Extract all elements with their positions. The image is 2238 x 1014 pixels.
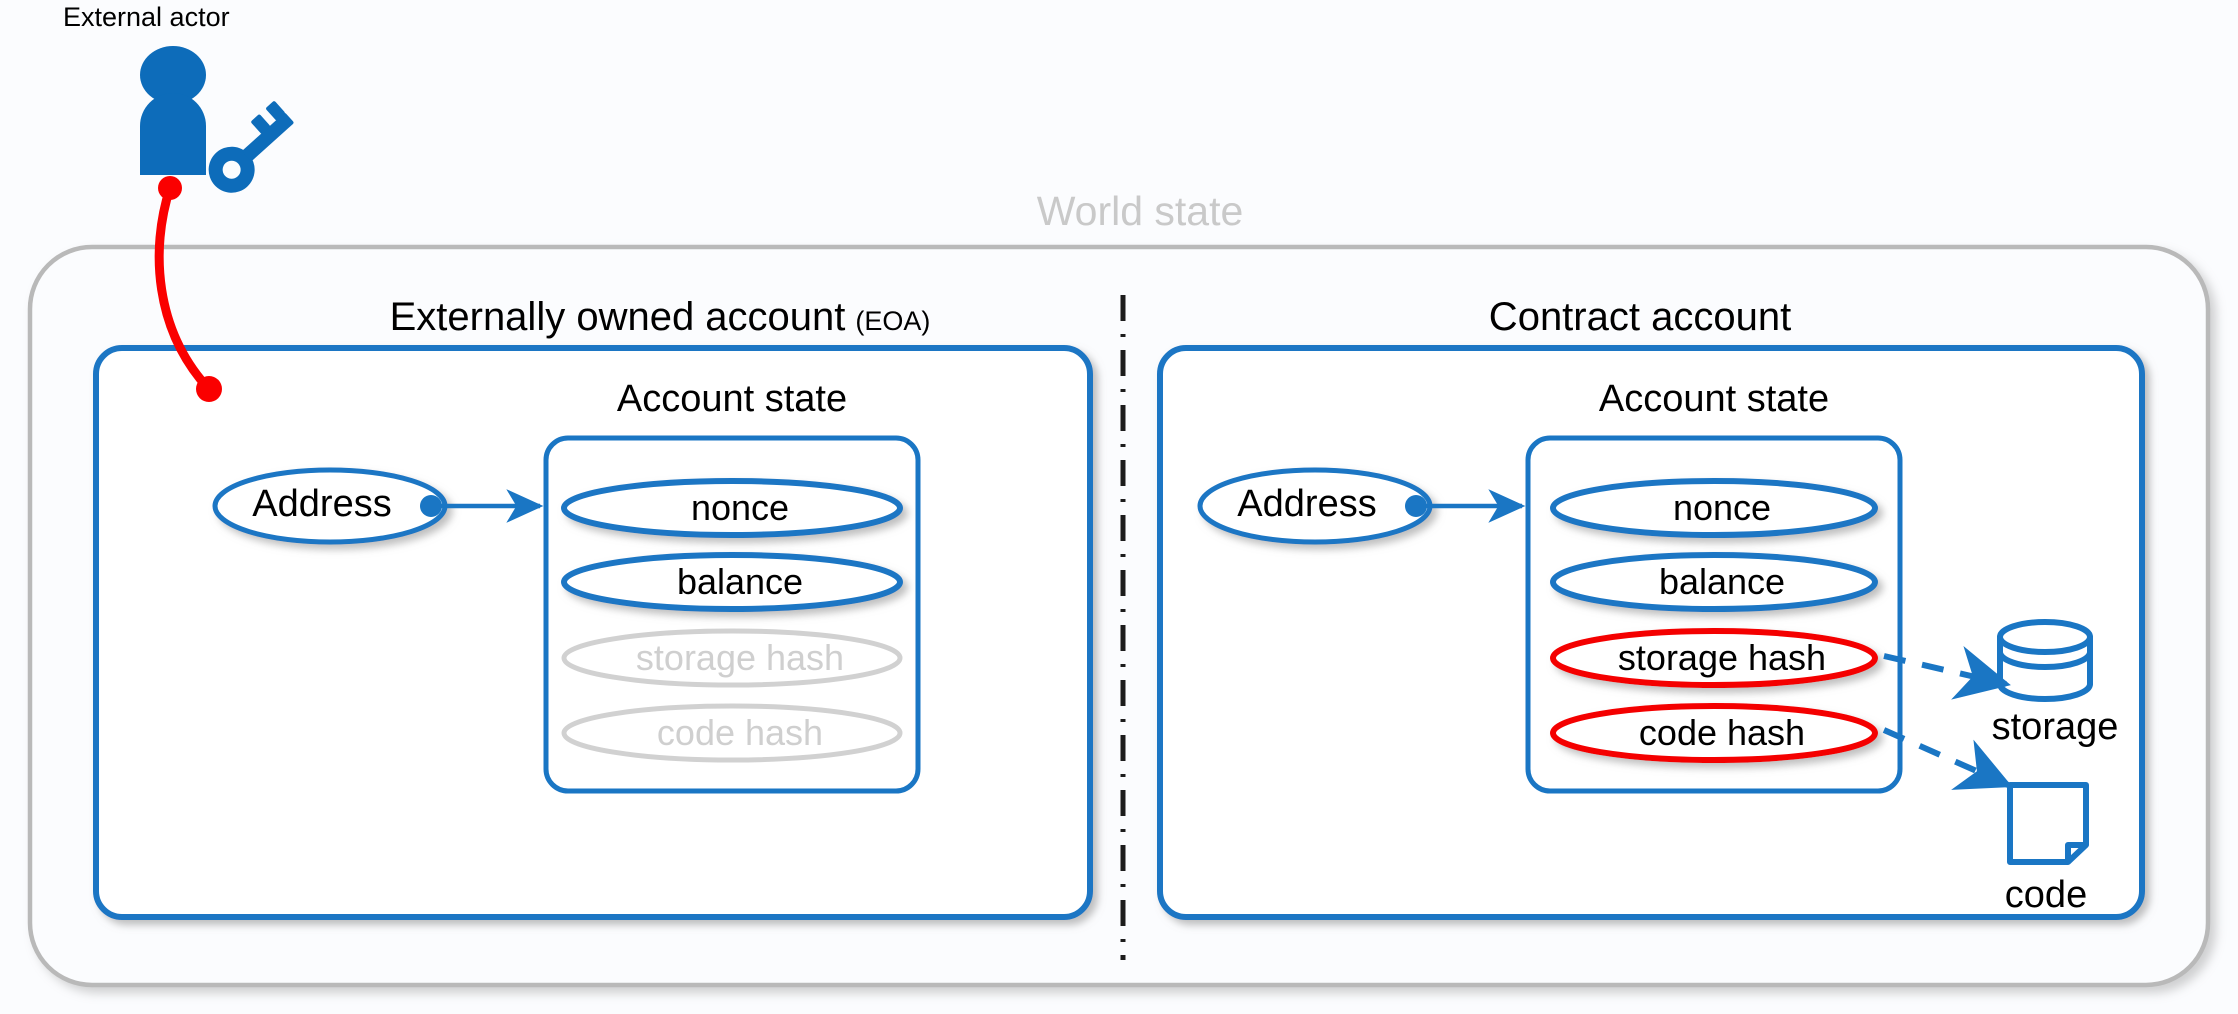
eoa-account-state-title: Account state xyxy=(616,378,848,420)
key-icon xyxy=(208,101,294,193)
code-label: code xyxy=(2004,874,2088,916)
external-actor-label: External actor xyxy=(63,2,230,32)
eoa-address-anchor-dot-icon xyxy=(420,495,442,517)
eoa-field-storage-hash-label: storage hash xyxy=(635,637,845,678)
storage-label: storage xyxy=(1991,706,2119,748)
eoa-field-code-hash-shape xyxy=(561,703,903,763)
eoa-panel-title-main: Externally owned account xyxy=(389,295,846,339)
contract-field-balance-shape[interactable] xyxy=(1550,552,1878,612)
contract-field-storage-hash-label: storage hash xyxy=(1617,637,1827,678)
contract-account-state-title: Account state xyxy=(1598,378,1830,420)
document-note-icon xyxy=(2007,782,2089,865)
contract-field-nonce-label: nonce xyxy=(1672,487,1772,528)
eoa-field-storage-hash-shape xyxy=(561,628,903,688)
contract-field-code-hash-shape[interactable] xyxy=(1550,703,1878,763)
world-state-label: World state xyxy=(1036,188,1244,234)
contract-field-storage-hash-shape[interactable] xyxy=(1550,628,1878,688)
eoa-panel-title: Externally owned account (EOA) xyxy=(390,295,931,340)
eoa-field-nonce-label: nonce xyxy=(690,487,790,528)
contract-field-code-hash-label: code hash xyxy=(1638,712,1806,753)
contract-address-label: Address xyxy=(1237,483,1377,525)
contract-address-anchor-dot-icon xyxy=(1405,495,1427,517)
eoa-panel-title-suffix: (EOA) xyxy=(855,306,931,336)
contract-panel-title: Contract account xyxy=(1488,295,1792,339)
eoa-field-code-hash-label: code hash xyxy=(656,712,824,753)
eoa-field-nonce-shape[interactable] xyxy=(561,478,903,538)
contract-field-balance-label: balance xyxy=(1658,561,1786,602)
person-icon xyxy=(140,46,206,175)
link-storage-hash-to-storage xyxy=(1883,646,2011,700)
database-cylinder-icon xyxy=(1997,619,2093,702)
eoa-field-balance-label: balance xyxy=(676,561,804,602)
red-connector-line xyxy=(154,176,222,402)
contract-field-nonce-shape[interactable] xyxy=(1550,478,1878,538)
eoa-field-balance-shape[interactable] xyxy=(561,552,903,612)
eoa-address-label: Address xyxy=(252,483,392,525)
